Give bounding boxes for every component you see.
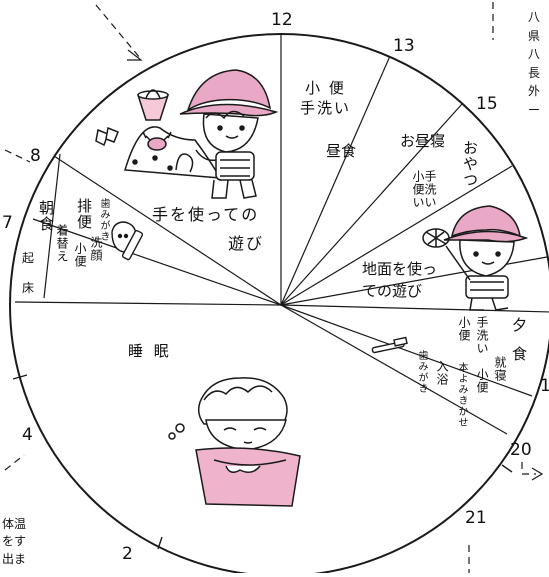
activity-toilet-bed: 小便 — [475, 368, 489, 394]
hour-4: 4 — [22, 425, 33, 445]
activity-bedtime: 就寝 — [493, 356, 507, 382]
activity-sleep: 睡 眠 — [128, 342, 172, 360]
activity-storybook: 本よみきかせ — [456, 362, 467, 428]
hour-21: 21 — [465, 508, 487, 528]
side-text-bottom-left: 体温 をす 出ま — [2, 517, 27, 566]
hour-ticks — [12, 374, 513, 550]
activity-ground-play-line1: 地面を使っ — [362, 260, 438, 278]
activity-handwash-toilet-2: 手洗い 小便い — [411, 170, 437, 209]
hour-15: 15 — [476, 94, 498, 114]
activity-breakfast: 朝食 — [37, 200, 55, 232]
arrowhead-top — [127, 49, 143, 61]
activity-dinner-1: 夕 — [512, 316, 528, 334]
activity-handwash-evening: 手洗い — [475, 316, 489, 355]
sector-lines — [14, 34, 549, 435]
activity-hand-play-line1: 手を使っての — [152, 205, 260, 224]
activity-toilet-morning: 小便 — [73, 242, 87, 268]
activity-toothbrush-evening: 歯みがき — [416, 350, 427, 394]
hour-12: 12 — [271, 10, 293, 30]
hour-7: 7 — [2, 213, 13, 233]
morning-toothbrush-icon — [111, 221, 144, 261]
activity-wake-1: 起 — [22, 251, 35, 265]
child-with-net-illustration — [422, 205, 529, 311]
sleeping-child-illustration — [168, 377, 301, 507]
side-text-right: 八 県 八 長 外 ー — [528, 10, 541, 117]
activity-ground-play-line2: ての遊び — [362, 282, 423, 300]
child-playing-illustration — [95, 69, 279, 199]
hour-1: 1 — [540, 376, 549, 396]
activity-lunch: 昼食 — [326, 142, 357, 160]
arrowhead-right — [531, 467, 544, 481]
activity-wash-face: 洗顔 — [89, 236, 103, 262]
toothbrush-icon — [371, 336, 408, 354]
activity-toilet-handwash: 小 便 手洗い — [300, 79, 352, 118]
hour-20: 20 — [510, 440, 532, 460]
activity-dinner-2: 食 — [512, 345, 528, 363]
activity-nap: お昼寝 — [400, 132, 446, 150]
activity-hand-play-line2: 遊び — [228, 234, 265, 253]
hour-13: 13 — [393, 36, 415, 56]
activity-bath: 入浴 — [435, 360, 449, 386]
activity-toilet-evening: 小便 — [457, 316, 471, 342]
activity-excretion: 排便 — [75, 198, 93, 230]
activity-wake-2: 床 — [22, 281, 35, 295]
guide-lines — [4, 2, 536, 577]
activity-dress: 着替え — [55, 224, 69, 263]
activity-toothbrush-morning: 歯みがき — [98, 198, 109, 242]
hour-8: 8 — [30, 146, 41, 166]
activity-snack: おやつ — [461, 140, 479, 188]
hour-2: 2 — [122, 544, 133, 564]
